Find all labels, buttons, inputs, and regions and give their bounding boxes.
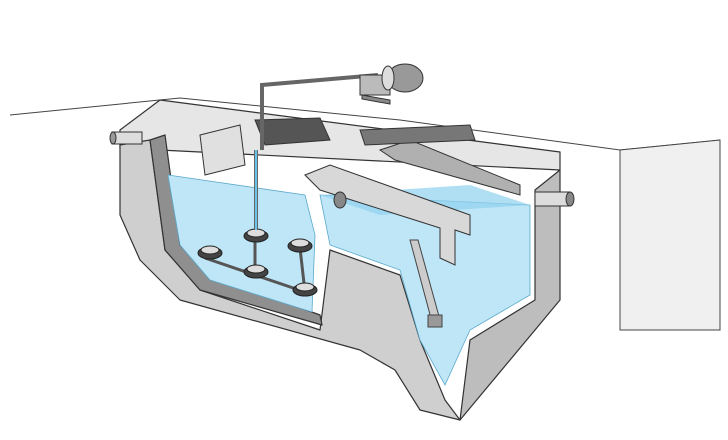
wall-section xyxy=(149,134,323,326)
air-supply xyxy=(254,63,424,230)
diffuser-5 xyxy=(292,282,318,297)
tank-top-surface xyxy=(119,99,561,171)
tank-side-face xyxy=(459,169,561,421)
aeration-chamber-water xyxy=(167,174,316,313)
diffuser-1 xyxy=(197,245,223,260)
internal-pipe xyxy=(333,191,347,209)
ground xyxy=(9,97,721,331)
diffuser-2 xyxy=(243,228,269,243)
outlet-pipe xyxy=(534,191,575,207)
diffuser-4 xyxy=(243,264,269,279)
inlet-pipe xyxy=(109,131,143,145)
sludge-scraper xyxy=(409,239,443,328)
blower-motor xyxy=(359,63,424,105)
diffusers xyxy=(197,228,318,297)
pipes xyxy=(109,131,575,209)
diffuser-3 xyxy=(287,238,313,253)
baffle xyxy=(199,117,521,266)
